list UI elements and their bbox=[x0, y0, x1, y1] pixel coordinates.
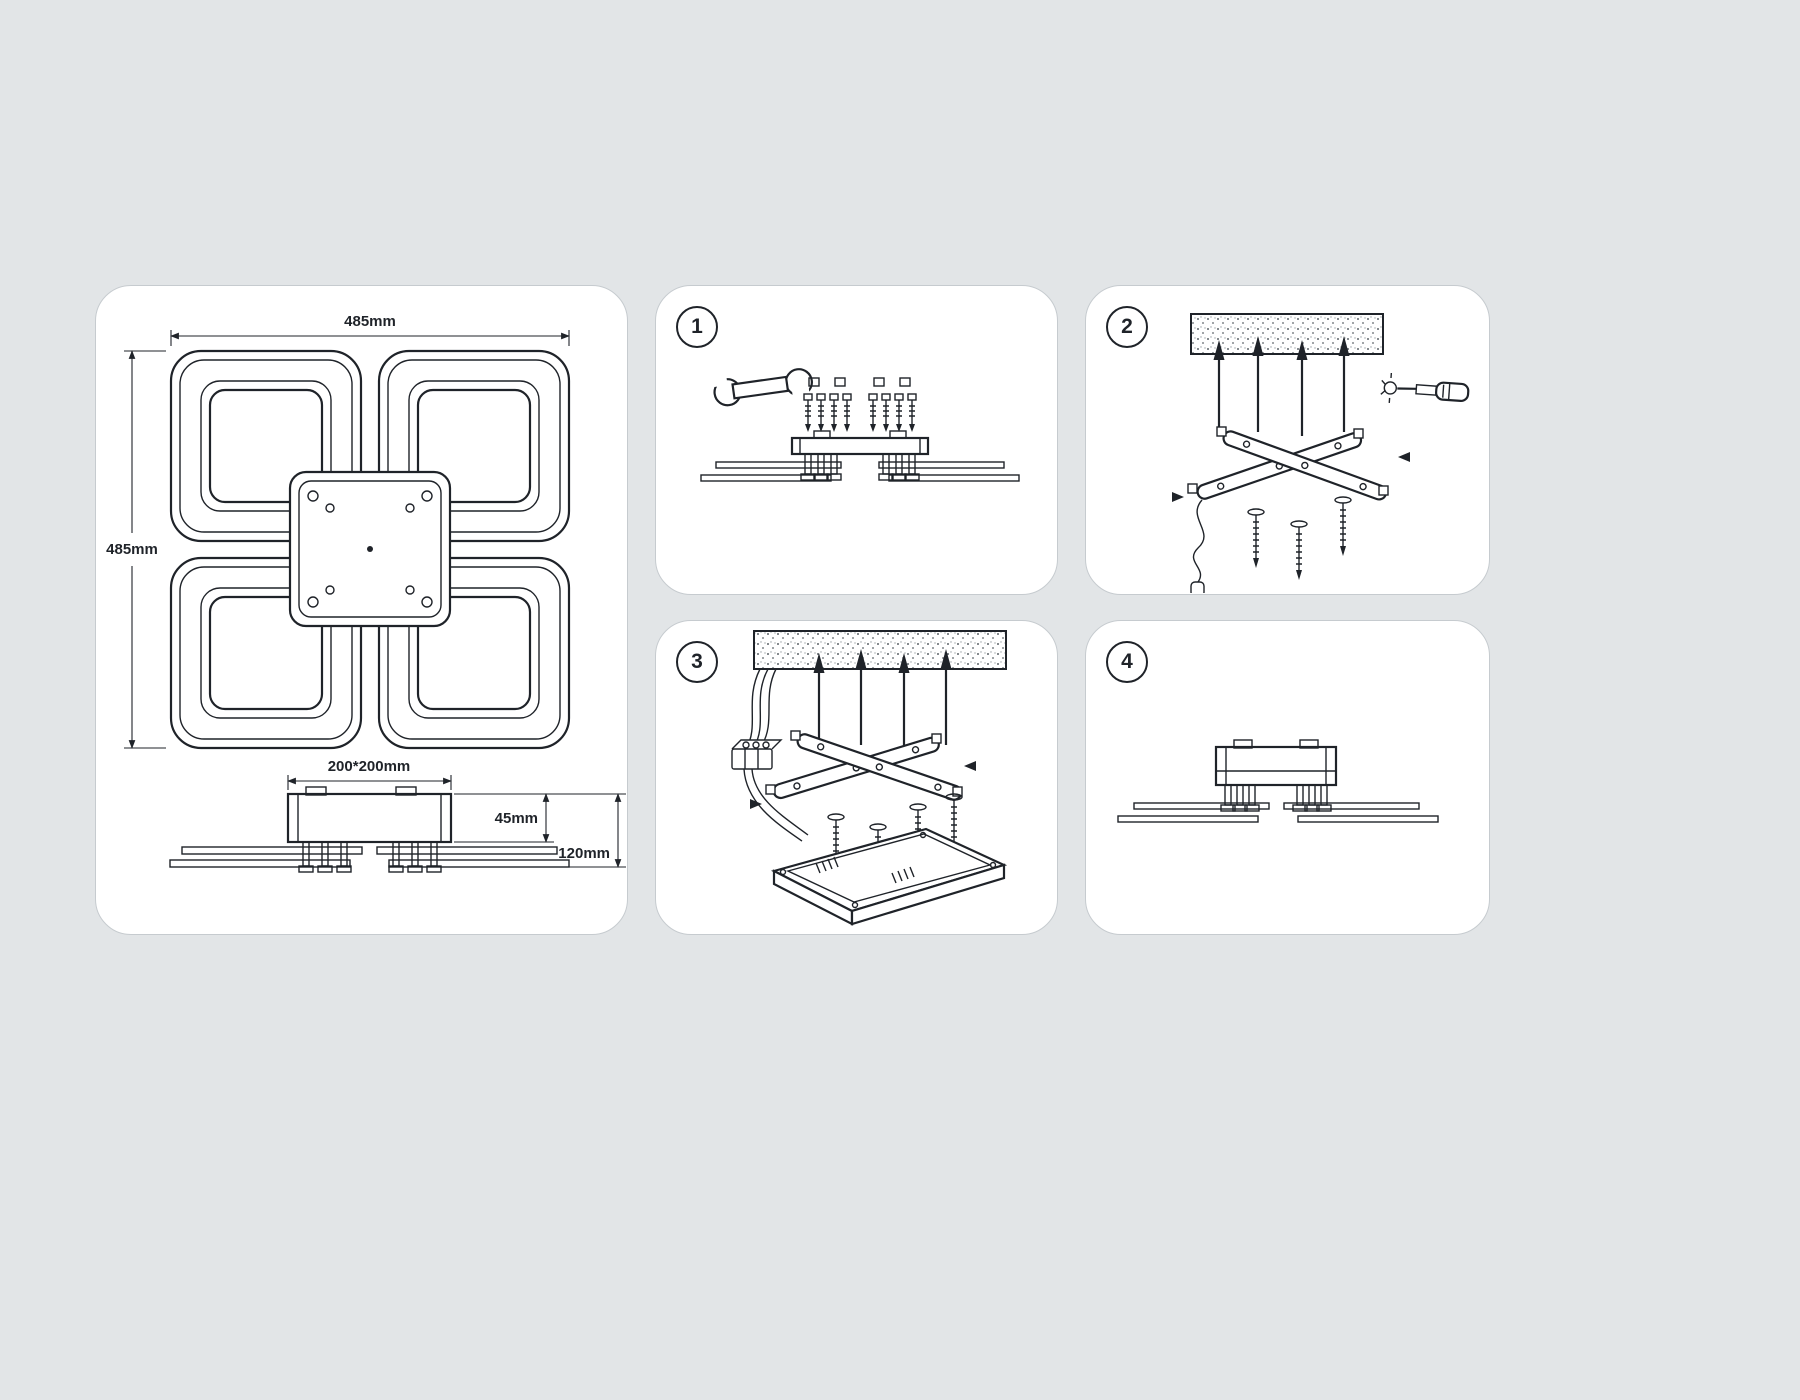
total-height-dimension: 120mm bbox=[558, 793, 626, 868]
expansion-screws bbox=[1247, 496, 1352, 581]
step-2-badge: 2 bbox=[1106, 306, 1148, 348]
width-dimension: 485mm bbox=[170, 313, 570, 346]
step-2-panel: 2 bbox=[1085, 285, 1490, 595]
step-1-panel: 1 bbox=[655, 285, 1058, 595]
step-3-panel: 3 bbox=[655, 620, 1058, 935]
step-3-badge: 3 bbox=[676, 641, 718, 683]
step-4-illustration bbox=[1117, 739, 1439, 823]
step-4-badge: 4 bbox=[1106, 641, 1148, 683]
supply-wires bbox=[745, 668, 777, 750]
fixing-clips bbox=[808, 377, 911, 387]
screws-being-inserted bbox=[803, 393, 917, 433]
step-2-number: 2 bbox=[1121, 315, 1133, 338]
mounting-bracket bbox=[1172, 426, 1410, 502]
ceiling-surface bbox=[1190, 313, 1384, 355]
step-2-illustration bbox=[1172, 313, 1470, 593]
dimensions-panel: 485mm 485mm bbox=[95, 285, 628, 935]
base-size-dimension: 200*200mm bbox=[287, 758, 452, 790]
ceiling-surface bbox=[753, 630, 1007, 670]
height-dimension: 485mm bbox=[106, 350, 166, 749]
step-1-illustration bbox=[700, 368, 1020, 482]
mounting-bracket bbox=[750, 730, 976, 809]
base-size-label: 200*200mm bbox=[328, 758, 411, 775]
total-height-label: 120mm bbox=[558, 845, 610, 862]
overall-width-label: 485mm bbox=[344, 313, 396, 330]
screwdriver-icon bbox=[1380, 372, 1470, 403]
light-arms bbox=[169, 846, 570, 868]
dimension-drawing: 485mm 485mm bbox=[106, 313, 626, 873]
wrench-icon bbox=[709, 368, 813, 407]
driver-box bbox=[770, 827, 1008, 926]
step-4-number: 4 bbox=[1121, 650, 1133, 673]
wires-to-driver bbox=[743, 768, 809, 842]
ceiling-light-side-view bbox=[169, 786, 570, 873]
step-1-number: 1 bbox=[691, 315, 703, 338]
step-3-illustration bbox=[731, 630, 1008, 926]
step-4-panel: 4 bbox=[1085, 620, 1490, 935]
terminal-block bbox=[731, 739, 783, 770]
base-height-label: 45mm bbox=[495, 810, 538, 827]
ceiling-light-top-view bbox=[169, 349, 571, 750]
overall-height-label: 485mm bbox=[106, 541, 158, 558]
base-height-dimension: 45mm bbox=[454, 793, 626, 843]
fixture-side-view bbox=[700, 430, 1020, 482]
assembled-fixture bbox=[1117, 739, 1439, 823]
power-cable bbox=[1190, 499, 1205, 593]
step-1-badge: 1 bbox=[676, 306, 718, 348]
step-3-number: 3 bbox=[691, 650, 703, 673]
